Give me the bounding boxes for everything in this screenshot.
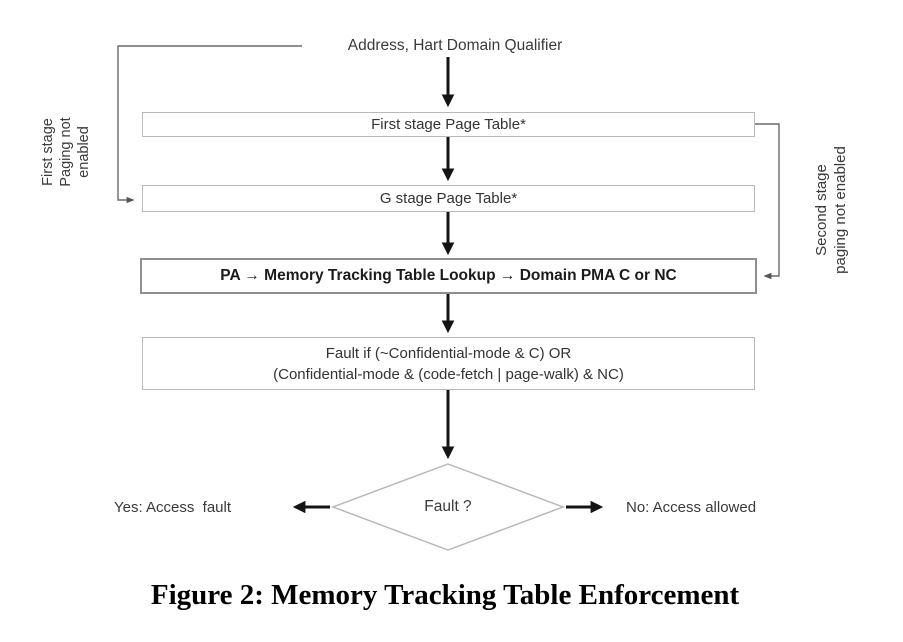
figure-caption: Figure 2: Memory Tracking Table Enforcem… xyxy=(150,579,740,611)
box-mtt-lookup: PA → Memory Tracking Table Lookup → Doma… xyxy=(140,258,757,294)
decision-label: Fault ? xyxy=(424,498,472,515)
side-label-first-stage-paging-not-enabled: First stage Paging not enabled xyxy=(39,109,95,195)
fault-rule-line2: (Confidential-mode & (code-fetch | page-… xyxy=(273,365,624,383)
side-label-left-line2: Paging not xyxy=(58,117,74,187)
box-first-stage-label: First stage Page Table* xyxy=(371,116,526,133)
side-label-left-line1: First stage xyxy=(40,118,56,186)
decision-yes-label: Yes: Access fault xyxy=(114,499,232,516)
feedback-line-first-stage-not-enabled xyxy=(117,45,302,204)
box-fault-rule: Fault if (~Confidential-mode & C) OR (Co… xyxy=(142,337,755,390)
side-label-right-line1: Second stage xyxy=(813,164,830,256)
box-mtt-lookup-label: PA → Memory Tracking Table Lookup → Doma… xyxy=(220,267,677,284)
box-g-stage-page-table: G stage Page Table* xyxy=(142,185,755,212)
side-label-second-stage-paging-not-enabled: Second stage paging not enabled xyxy=(812,135,852,285)
box-g-stage-label: G stage Page Table* xyxy=(379,190,518,207)
feedback-line-second-stage-not-enabled xyxy=(754,123,780,280)
side-label-left-line3: enabled xyxy=(76,126,92,178)
decision-no-label: No: Access allowed xyxy=(626,499,757,516)
fault-rule-line1: Fault if (~Confidential-mode & C) OR xyxy=(325,344,572,362)
box-first-stage-page-table: First stage Page Table* xyxy=(142,112,755,137)
side-label-right-line2: paging not enabled xyxy=(832,146,849,274)
input-label: Address, Hart Domain Qualifier xyxy=(347,37,563,54)
decision-diamond-shape xyxy=(331,463,565,551)
